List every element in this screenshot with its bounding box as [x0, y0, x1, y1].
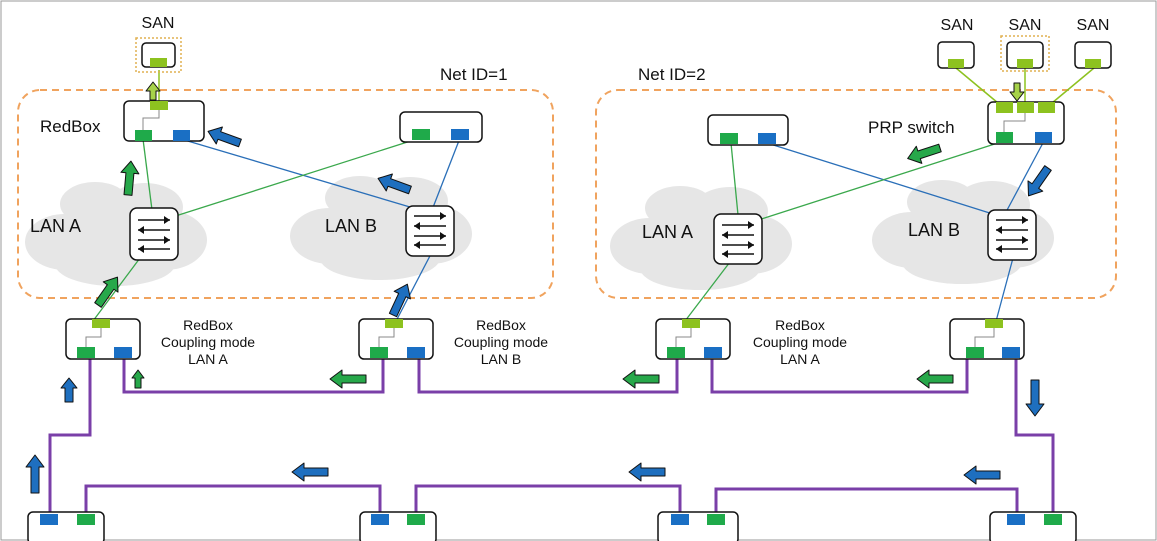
lan-switch-a1 [129, 207, 179, 261]
coupling-label-2-line1: RedBox [476, 317, 526, 333]
arrow-lime-down [1009, 82, 1025, 102]
net2-label: Net ID=2 [638, 65, 706, 84]
node-net2-top-left [707, 114, 789, 146]
arrow-blue-left-2 [628, 462, 666, 482]
net2-boundary [595, 89, 1117, 299]
lan-b-label-2: LAN B [908, 220, 960, 240]
ring-node-1 [27, 511, 105, 541]
san-links [158, 67, 1095, 109]
san-device-3 [1000, 35, 1050, 72]
lan-a-label-2: LAN A [642, 222, 693, 242]
san-device-2 [937, 41, 975, 69]
coupling-redbox-4 [949, 318, 1025, 360]
san-device-4 [1074, 41, 1112, 69]
san-device-1 [135, 37, 182, 73]
coupling-label-1-line2: Coupling mode [161, 334, 255, 350]
ring-lower-3 [714, 487, 1019, 515]
arrow-green-3 [907, 143, 942, 164]
lan-switch-b1 [405, 205, 455, 257]
arrow-green-left-3 [916, 369, 954, 389]
arrow-blue-3 [1027, 165, 1052, 197]
arrow-lime-up [145, 81, 161, 101]
arrow-blue-up-3 [25, 454, 45, 494]
san-label-3: SAN [1009, 17, 1042, 34]
coupling-label-2-line2: Coupling mode [454, 334, 548, 350]
arrow-green-up-1 [120, 160, 140, 196]
ring-upper-3 [710, 358, 969, 394]
ring-node-2 [359, 511, 437, 541]
arrow-blue-down-1 [1025, 379, 1045, 417]
arrow-blue-up-2 [60, 377, 78, 403]
ring-right [1002, 356, 1055, 515]
net1-label: Net ID=1 [440, 65, 508, 84]
redbox-device [123, 100, 205, 142]
ring-left [48, 358, 92, 515]
coupling-redbox-2 [358, 318, 434, 360]
arrow-green-left-1 [329, 369, 367, 389]
lan-switch-a2 [713, 213, 763, 265]
lan-switch-b2 [987, 209, 1037, 261]
arrow-blue-left-3 [963, 465, 1001, 485]
lan-a-label-1: LAN A [30, 216, 81, 236]
node-net1-top-right [399, 111, 483, 143]
prp-switch-device [987, 101, 1065, 145]
coupling-label-3-line3: LAN A [780, 351, 820, 367]
coupling-label-3-line2: Coupling mode [753, 334, 847, 350]
san-label-1: SAN [142, 15, 175, 32]
arrow-blue-left-1 [291, 462, 329, 482]
san-label-2: SAN [941, 17, 974, 34]
arrow-green-up-2 [94, 276, 119, 308]
coupling-label-2-line3: LAN B [481, 351, 521, 367]
san-label-4: SAN [1077, 17, 1110, 34]
net1-boundary [17, 89, 554, 299]
arrow-green-left-2 [622, 369, 660, 389]
lan-links [89, 137, 1045, 326]
prp-switch-label: PRP switch [868, 118, 955, 137]
ring-node-3 [657, 511, 739, 541]
arrow-blue-1 [207, 126, 242, 148]
coupling-redbox-1 [65, 318, 141, 360]
arrow-blue-up-1 [388, 283, 411, 318]
redbox-label: RedBox [40, 117, 101, 136]
ring-lower-2 [414, 484, 682, 515]
coupling-label-1-line3: LAN A [188, 351, 228, 367]
coupling-label-1-line1: RedBox [183, 317, 233, 333]
lan-b-label-1: LAN B [325, 216, 377, 236]
ring-node-4 [989, 511, 1077, 541]
coupling-redbox-3 [655, 318, 731, 360]
coupling-label-3-line1: RedBox [775, 317, 825, 333]
arrow-blue-2 [377, 173, 412, 195]
arrow-green-up-3 [131, 369, 145, 389]
ring-upper-2 [417, 358, 679, 394]
cloud-lan-a-2 [610, 186, 792, 290]
ring-lower-1 [84, 484, 382, 515]
